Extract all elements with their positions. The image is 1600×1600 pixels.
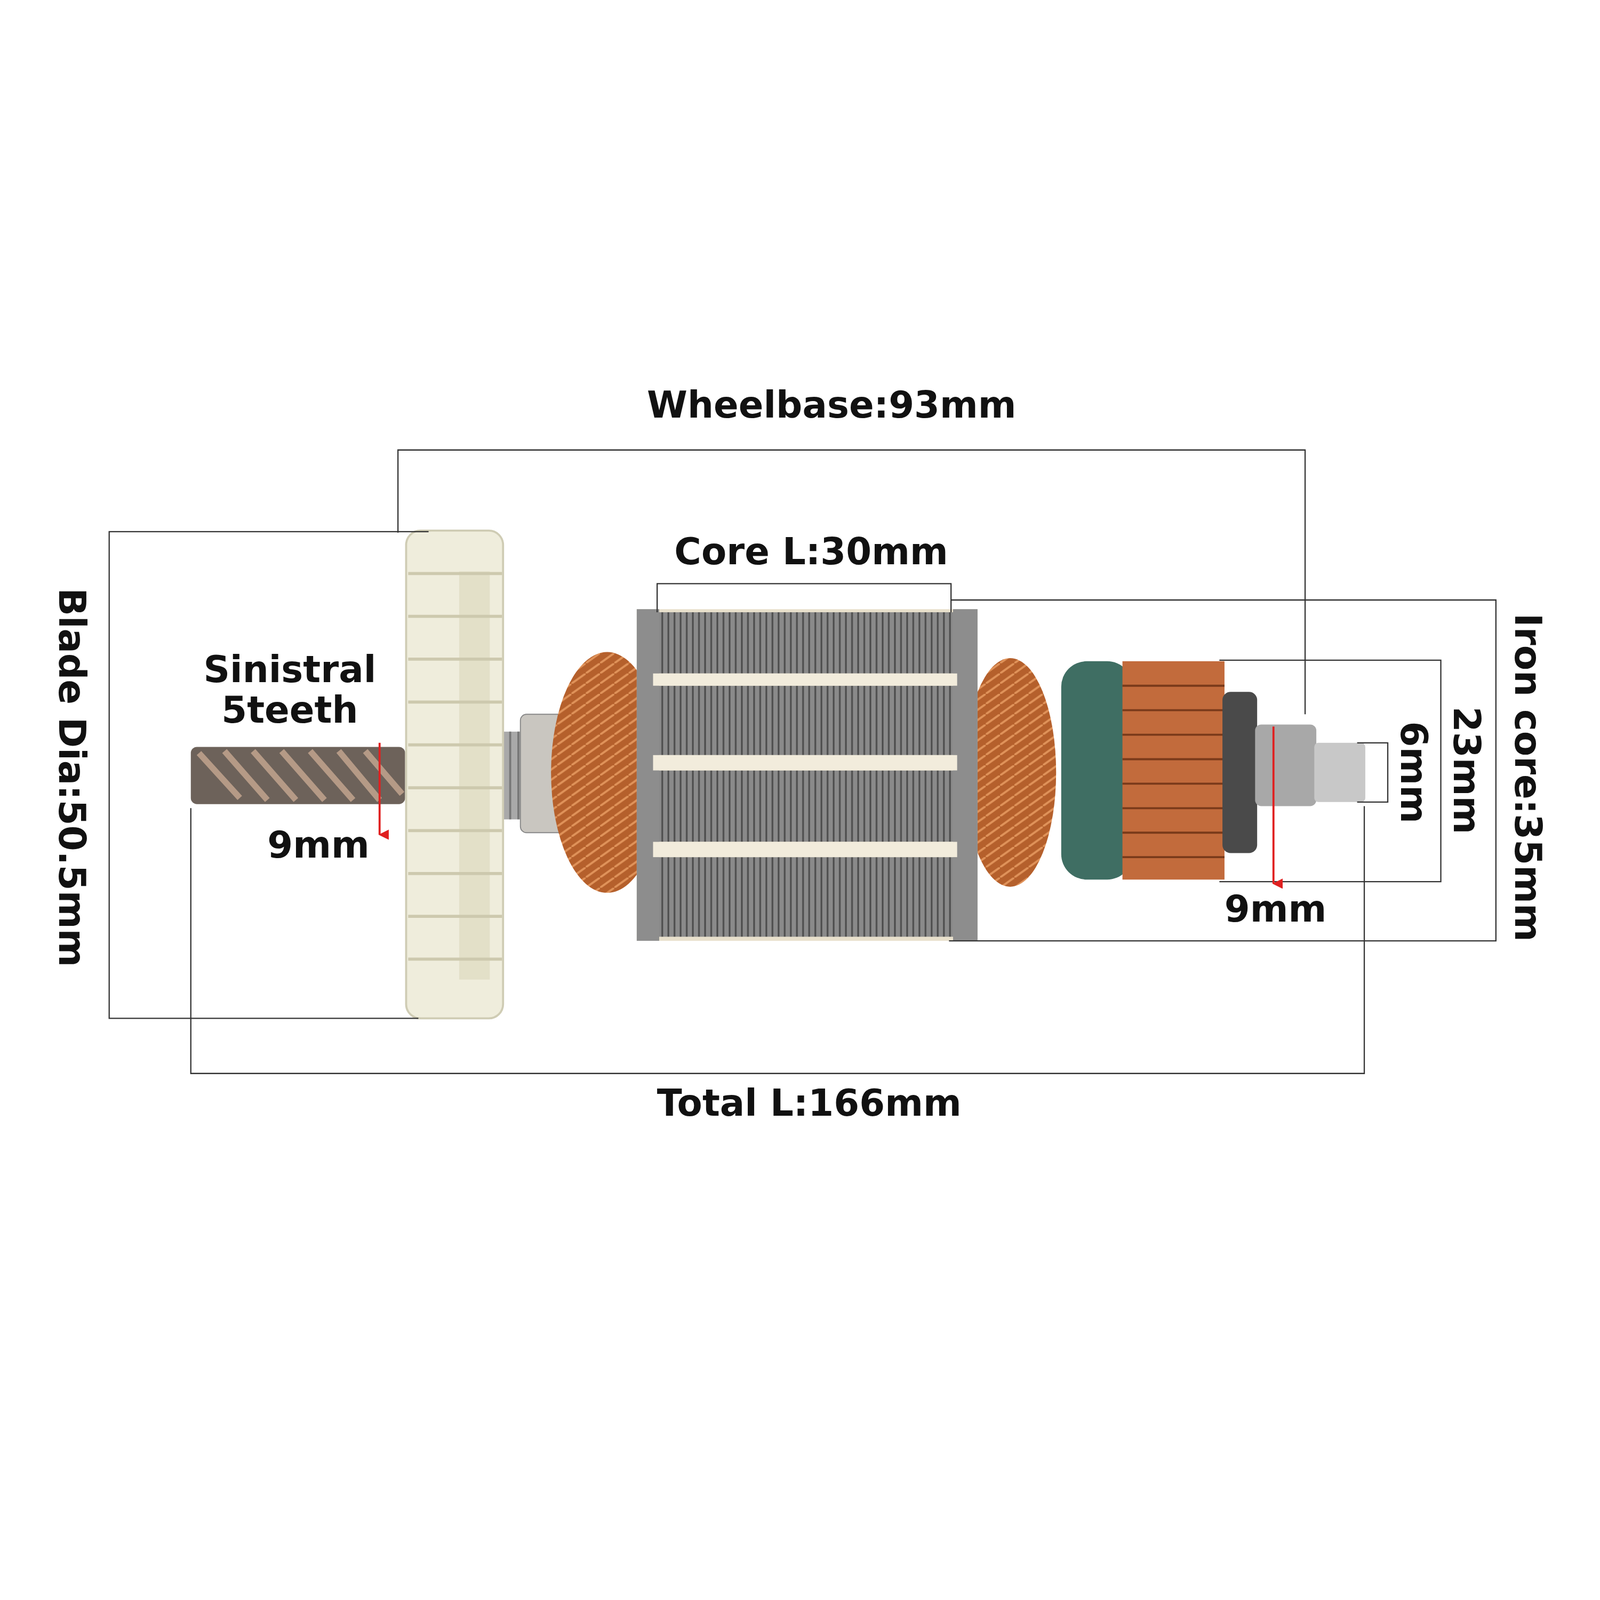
dimension-label: 23mm: [1445, 706, 1487, 835]
dimension-label: Blade Dia:50.5mm: [51, 587, 92, 967]
winding: [964, 658, 1056, 887]
diameter-arrow: [1272, 726, 1275, 884]
dimension-label: Total L:166mm: [657, 1082, 962, 1124]
dimension-label: 9mm: [1224, 889, 1327, 930]
dimension-label: Core L:30mm: [674, 531, 948, 573]
gear: [405, 530, 503, 1019]
dimension-label: 9mm: [267, 824, 370, 866]
dimension-label: Wheelbase:93mm: [646, 385, 1016, 426]
dimension-label: Iron core:35mm: [1507, 613, 1548, 942]
diameter-arrow: [378, 742, 381, 835]
left-shaft: [190, 747, 406, 805]
dimension-label: Sinistral 5teeth: [203, 649, 376, 731]
right-shaft: [1254, 724, 1317, 806]
right-shaft: [1314, 742, 1366, 803]
commutator: [1061, 661, 1258, 880]
dimension-label: 6mm: [1393, 721, 1434, 824]
iron-core: [636, 609, 978, 941]
dimension-line: [109, 450, 1496, 1074]
